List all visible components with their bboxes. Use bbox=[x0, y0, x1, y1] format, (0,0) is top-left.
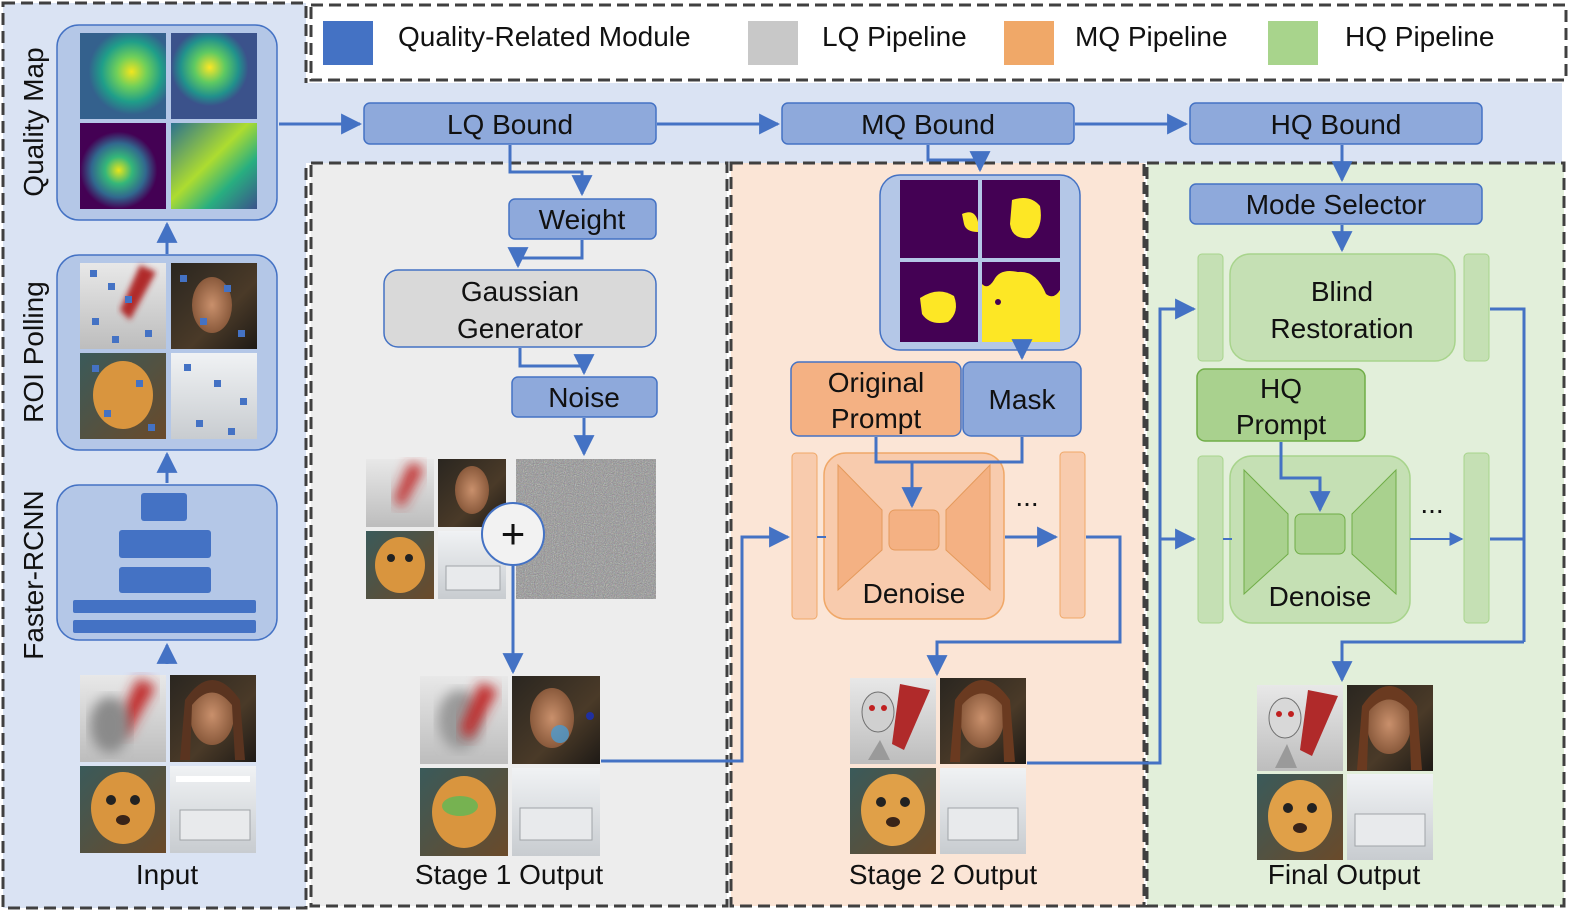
input-label: Input bbox=[136, 859, 198, 890]
arrow-blind-to-merge bbox=[1490, 307, 1526, 642]
hq-prompt-line2: Prompt bbox=[1236, 409, 1326, 440]
hq-bound-box: HQ Bound bbox=[1189, 102, 1483, 145]
mask-box: Mask bbox=[962, 361, 1082, 437]
arrow-mq-to-mask-map bbox=[926, 145, 991, 173]
input-images bbox=[80, 675, 256, 853]
stage2-output-images bbox=[850, 678, 1026, 854]
faster-rcnn-label: Faster-RCNN bbox=[18, 490, 49, 660]
roi-polling-card bbox=[56, 254, 278, 451]
legend-swatch-hq bbox=[1268, 21, 1318, 65]
arrow-lq-to-weight bbox=[508, 145, 593, 197]
mq-bound-box: MQ Bound bbox=[781, 102, 1075, 145]
stage2-ellipsis: ... bbox=[1015, 481, 1038, 512]
stage2-denoise-label: Denoise bbox=[863, 578, 966, 609]
arrow-prompt-to-unet bbox=[874, 437, 923, 509]
arrow-mask-to-unet bbox=[912, 437, 1024, 464]
legend-box bbox=[309, 3, 1568, 82]
plus-sign: + bbox=[501, 510, 526, 557]
lq-bound-box: LQ Bound bbox=[363, 102, 657, 145]
binary-mask-card bbox=[879, 174, 1081, 351]
lq-bound-label: LQ Bound bbox=[447, 109, 573, 140]
stage1-output-label: Stage 1 Output bbox=[415, 859, 604, 890]
noise-label: Noise bbox=[548, 382, 620, 413]
noise-box: Noise bbox=[511, 376, 658, 418]
mode-selector-label: Mode Selector bbox=[1246, 189, 1427, 220]
arrow-weight-to-gaussian bbox=[507, 240, 584, 269]
blind-label-line1: Blind bbox=[1311, 276, 1373, 307]
final-output-images bbox=[1257, 685, 1433, 860]
legend-lq-label: LQ Pipeline bbox=[822, 21, 967, 52]
arrow-gaussian-to-noise bbox=[518, 348, 595, 376]
gaussian-label-line1: Gaussian bbox=[461, 276, 579, 307]
stage1-output-images bbox=[420, 676, 600, 856]
legend-hq-label: HQ Pipeline bbox=[1345, 21, 1494, 52]
original-prompt-box: Original Prompt bbox=[790, 361, 962, 437]
quality-map-label: Quality Map bbox=[18, 47, 49, 196]
blind-label-line2: Restoration bbox=[1270, 313, 1413, 344]
arrow-stage2-to-output bbox=[926, 535, 1122, 677]
legend-swatch-quality bbox=[323, 21, 373, 65]
roi-polling-label: ROI Polling bbox=[18, 281, 49, 423]
stage3-denoise-unet: Denoise bbox=[1197, 452, 1490, 624]
gaussian-label-line2: Generator bbox=[457, 313, 583, 344]
legend-swatch-lq bbox=[748, 21, 798, 65]
final-output-label: Final Output bbox=[1268, 859, 1421, 890]
hq-bound-label: HQ Bound bbox=[1271, 109, 1402, 140]
arrow-hqprompt-to-unet bbox=[1279, 442, 1331, 513]
weight-label: Weight bbox=[539, 204, 626, 235]
quality-map-card bbox=[56, 24, 278, 221]
arrow-stage2-to-stage3 bbox=[1027, 298, 1197, 765]
mq-bound-label: MQ Bound bbox=[861, 109, 995, 140]
arrow-stage1-to-stage2 bbox=[601, 526, 791, 763]
mask-label: Mask bbox=[989, 384, 1057, 415]
stage3-denoise-label: Denoise bbox=[1269, 581, 1372, 612]
arrow-merge-to-final bbox=[1331, 640, 1524, 683]
original-prompt-line1: Original bbox=[828, 367, 924, 398]
plus-circle bbox=[481, 502, 545, 566]
mode-selector-box: Mode Selector bbox=[1189, 183, 1483, 225]
legend-mq-label: MQ Pipeline bbox=[1075, 21, 1228, 52]
legend-swatch-mq bbox=[1004, 21, 1054, 65]
faster-rcnn-card bbox=[56, 484, 278, 641]
hq-prompt-box: HQ Prompt bbox=[1196, 368, 1366, 442]
stage2-output-label: Stage 2 Output bbox=[849, 859, 1038, 890]
gaussian-generator-box: Gaussian Generator bbox=[383, 269, 657, 348]
legend-quality-label: Quality-Related Module bbox=[398, 21, 691, 52]
stage3-ellipsis: ... bbox=[1420, 488, 1443, 519]
weight-box: Weight bbox=[508, 198, 657, 240]
blind-restoration-block: Blind Restoration bbox=[1197, 253, 1490, 362]
original-prompt-line2: Prompt bbox=[831, 403, 921, 434]
hq-prompt-line1: HQ bbox=[1260, 373, 1302, 404]
